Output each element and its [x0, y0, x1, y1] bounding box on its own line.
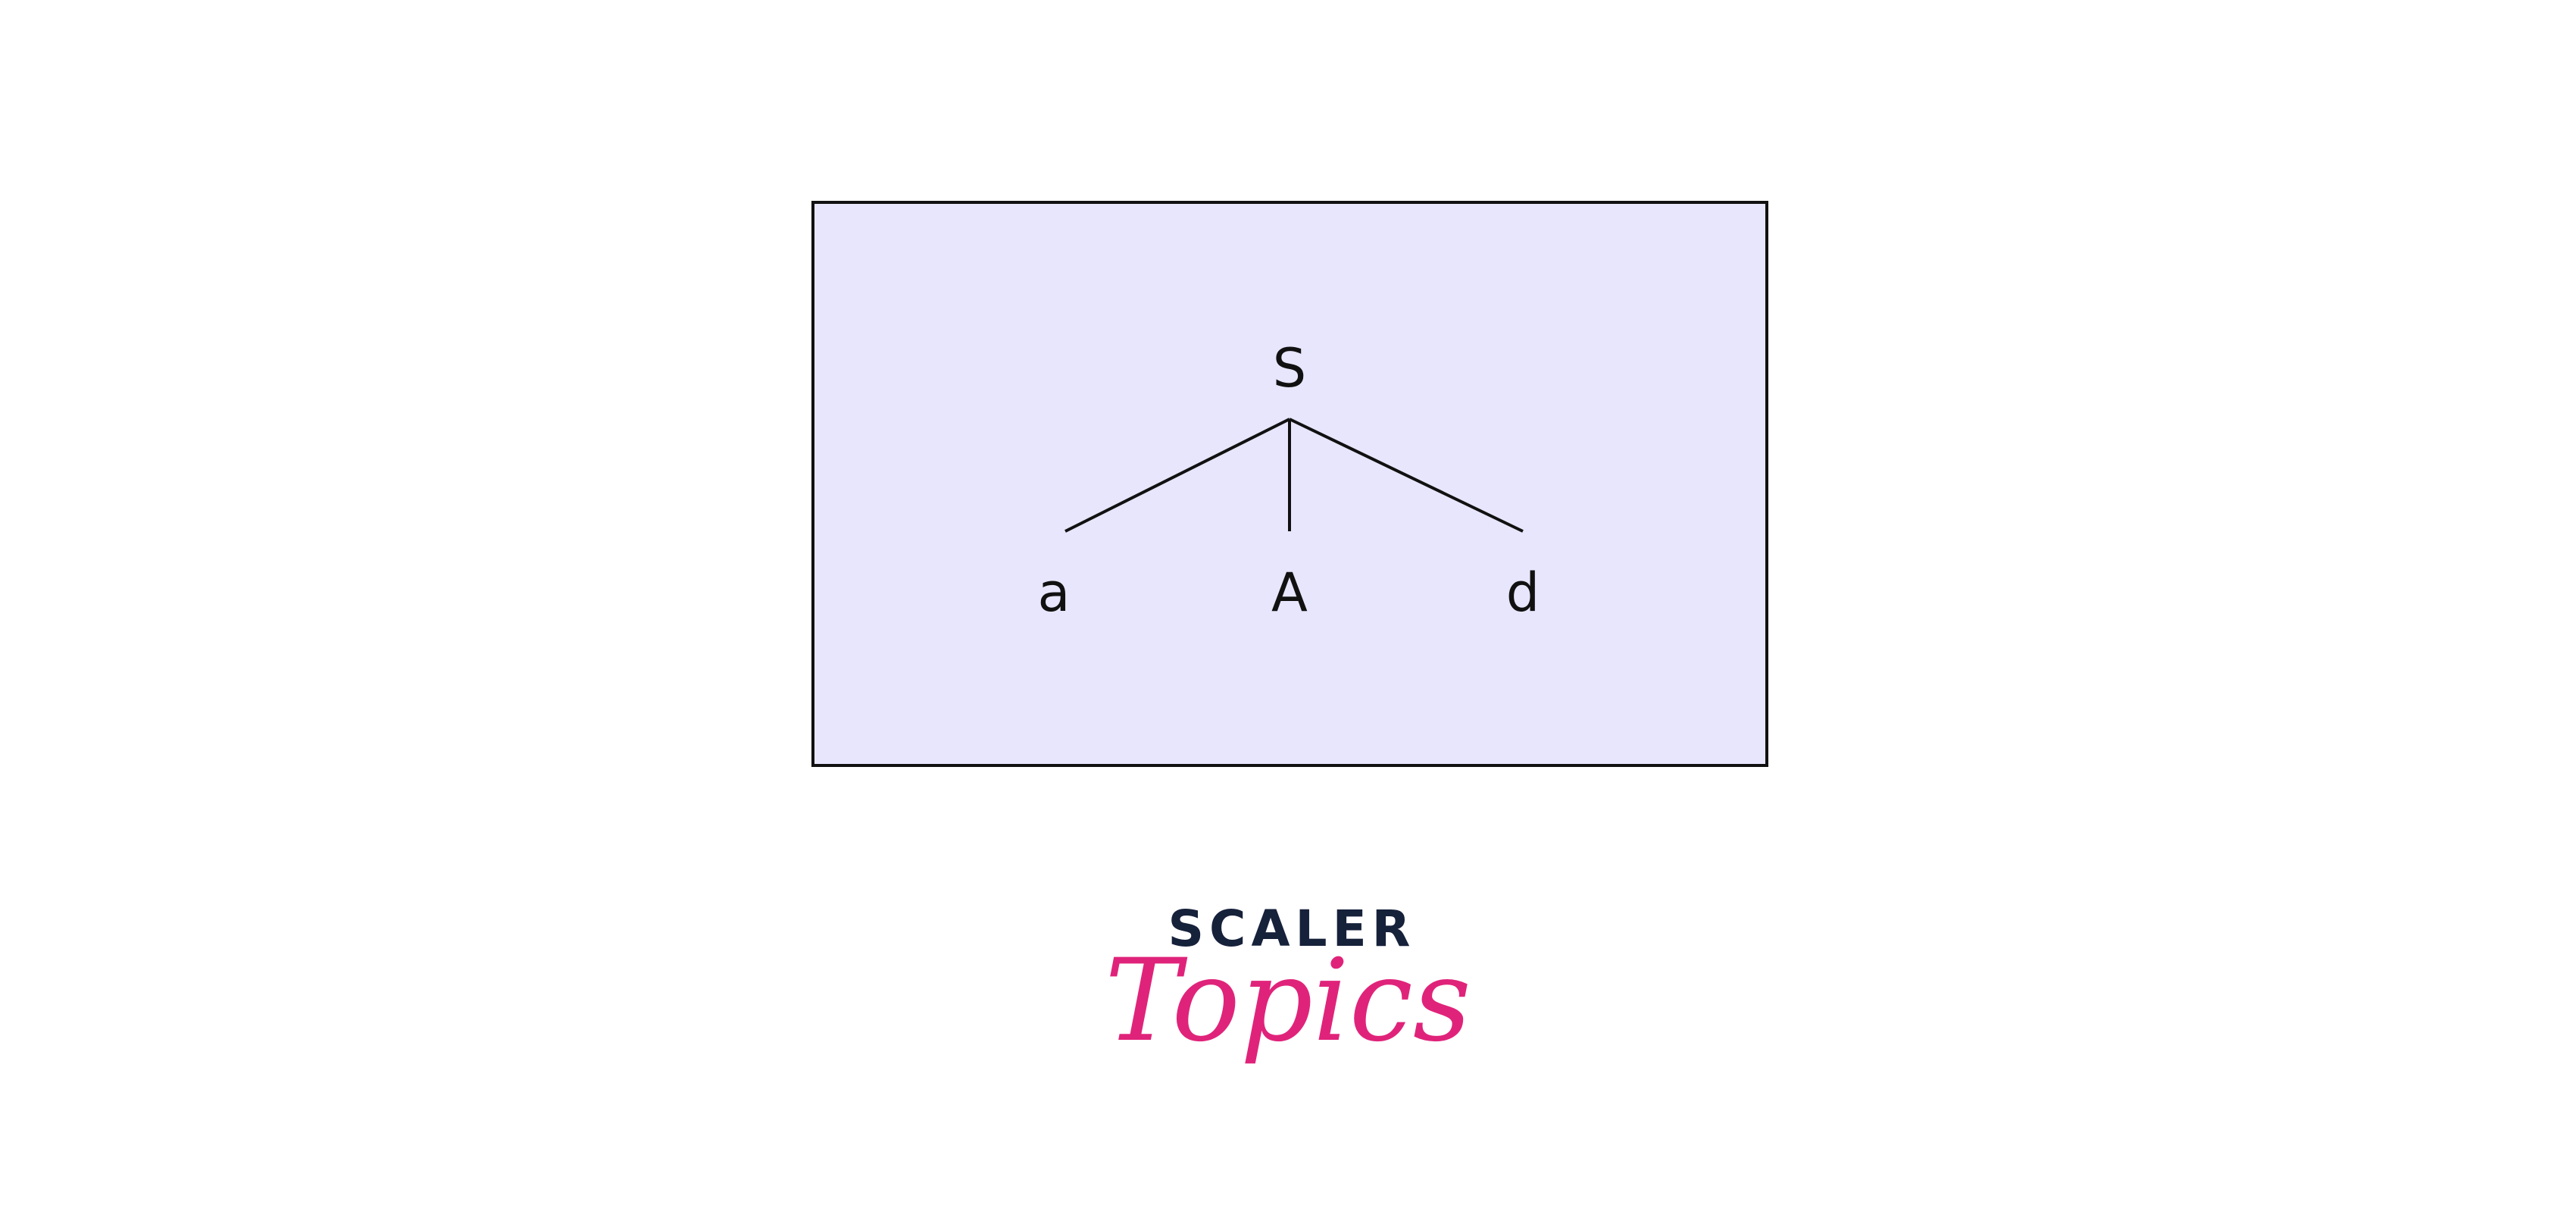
logo-wordmark-scaler: SCALER — [1168, 900, 1415, 958]
logo-wordmark-topics: Topics — [1105, 935, 1471, 1067]
node-child-a: a — [1038, 562, 1071, 624]
scaler-topics-logo: SCALER Topics — [1105, 900, 1471, 1067]
node-child-A: A — [1271, 562, 1308, 624]
node-root: S — [1273, 337, 1306, 399]
edge-root-to-child-d — [1289, 418, 1524, 533]
edge-root-to-child-a — [1064, 418, 1290, 533]
node-child-d: d — [1506, 562, 1540, 624]
